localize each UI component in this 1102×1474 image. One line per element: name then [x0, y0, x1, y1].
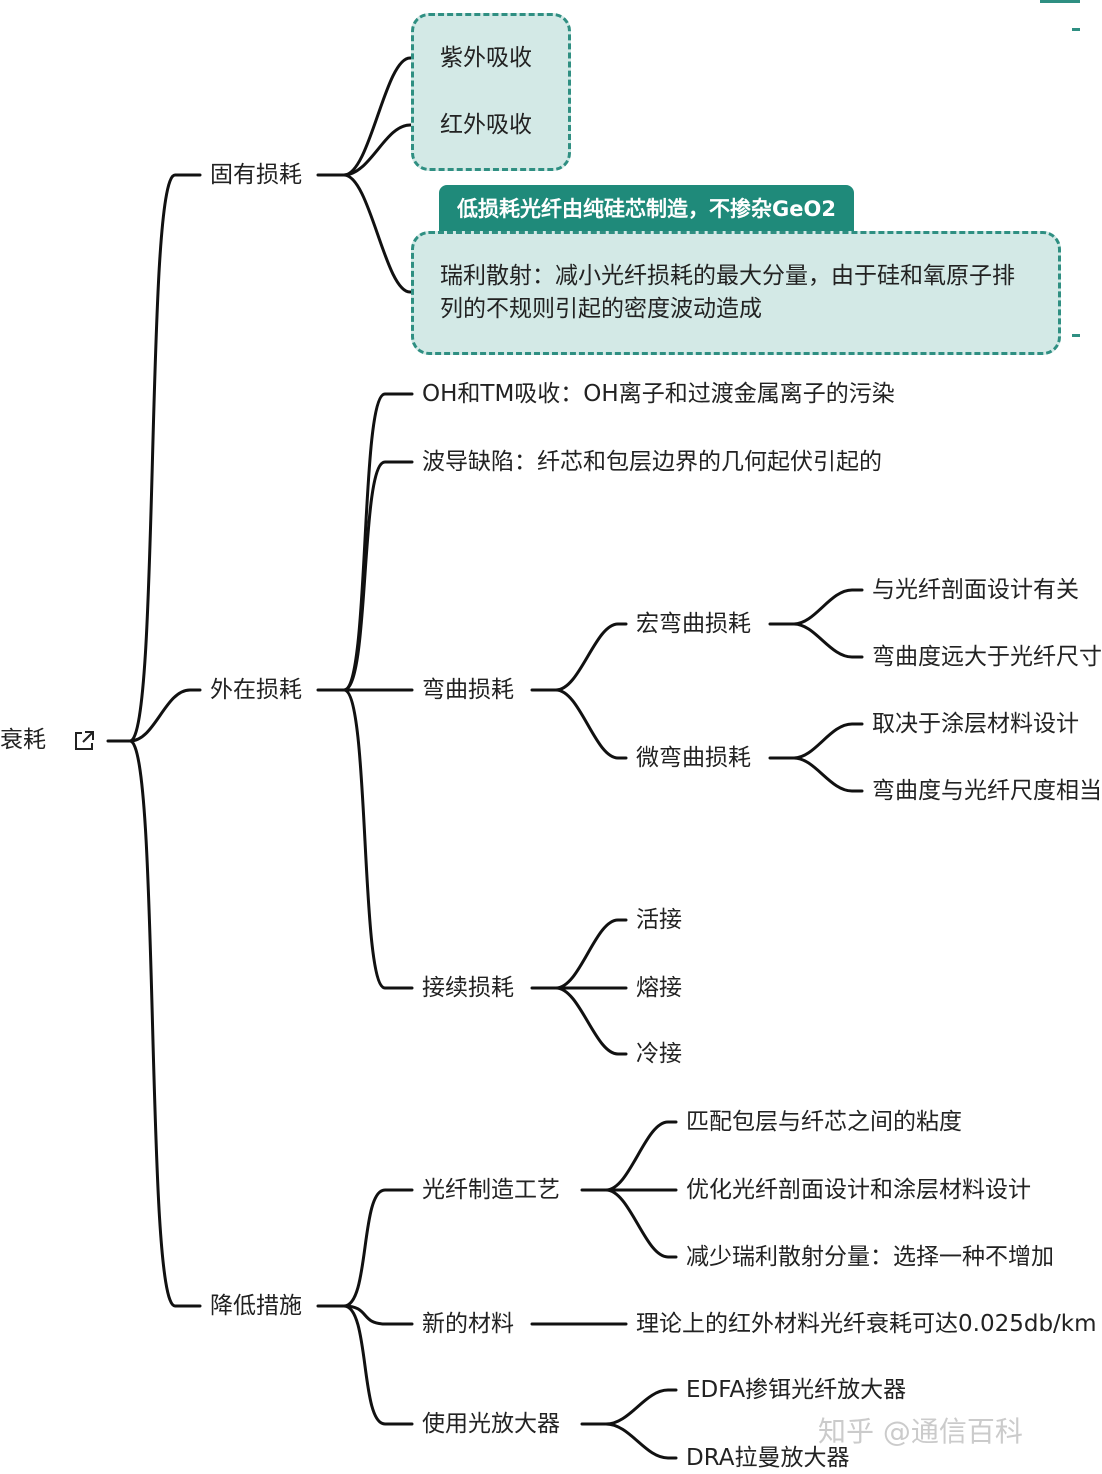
node-macro-item-1[interactable]: 与光纤剖面设计有关	[872, 577, 1079, 603]
node-oh-tm-absorption[interactable]: OH和TM吸收：OH离子和过渡金属离子的污染	[422, 381, 895, 407]
edge-tick-lower	[1072, 334, 1080, 337]
node-micro-item-1[interactable]: 取决于涂层材料设计	[872, 711, 1079, 737]
node-process-item-3[interactable]: 减少瑞利散射分量：选择一种不增加	[686, 1244, 1054, 1270]
node-waveguide-defect[interactable]: 波导缺陷：纤芯和包层边界的几何起伏引起的	[422, 449, 882, 475]
root-node[interactable]: 衰耗	[0, 725, 46, 755]
edge-tick-upper	[1072, 28, 1080, 31]
watermark: 知乎 @通信百科	[818, 1415, 1023, 1448]
node-micro-bending[interactable]: 微弯曲损耗	[636, 745, 751, 771]
node-ir-absorption[interactable]: 红外吸收	[440, 112, 532, 138]
node-rayleigh-scattering[interactable]: 瑞利散射：减小光纤损耗的最大分量，由于硅和氧原子排列的不规则引起的密度波动造成	[440, 263, 1015, 322]
node-uv-absorption[interactable]: 紫外吸收	[440, 45, 532, 71]
node-macro-item-2[interactable]: 弯曲度远大于光纤尺寸	[872, 644, 1102, 670]
node-optical-amplifier[interactable]: 使用光放大器	[422, 1411, 560, 1437]
node-splice-item-3[interactable]: 冷接	[636, 1041, 682, 1067]
root-label: 衰耗	[0, 727, 46, 753]
node-amplifier-item-1[interactable]: EDFA掺铒光纤放大器	[686, 1377, 907, 1403]
node-new-material[interactable]: 新的材料	[422, 1311, 514, 1337]
rayleigh-highlight-box	[411, 231, 1061, 355]
node-micro-item-2[interactable]: 弯曲度与光纤尺度相当	[872, 778, 1102, 804]
node-intrinsic-loss[interactable]: 固有损耗	[210, 162, 302, 188]
node-amplifier-item-2[interactable]: DRA拉曼放大器	[686, 1445, 850, 1471]
callout-label: 低损耗光纤由纯硅芯制造，不掺杂GeO2	[439, 185, 854, 233]
node-splice-item-1[interactable]: 活接	[636, 907, 682, 933]
edge-tick-top	[1040, 0, 1080, 3]
node-macro-bending[interactable]: 宏弯曲损耗	[636, 611, 751, 637]
node-material-item[interactable]: 理论上的红外材料光纤衰耗可达0.025db/km	[636, 1311, 1097, 1337]
external-link-icon[interactable]	[72, 729, 96, 753]
node-process-item-1[interactable]: 匹配包层与纤芯之间的粘度	[686, 1109, 962, 1135]
node-manufacturing-process[interactable]: 光纤制造工艺	[422, 1177, 560, 1203]
node-extrinsic-loss[interactable]: 外在损耗	[210, 677, 302, 703]
node-splice-loss[interactable]: 接续损耗	[422, 975, 514, 1001]
absorption-highlight-box	[411, 13, 571, 171]
node-bending-loss[interactable]: 弯曲损耗	[422, 677, 514, 703]
node-reduction-measures[interactable]: 降低措施	[210, 1293, 302, 1319]
node-splice-item-2[interactable]: 熔接	[636, 975, 682, 1001]
node-process-item-2[interactable]: 优化光纤剖面设计和涂层材料设计	[686, 1177, 1031, 1203]
